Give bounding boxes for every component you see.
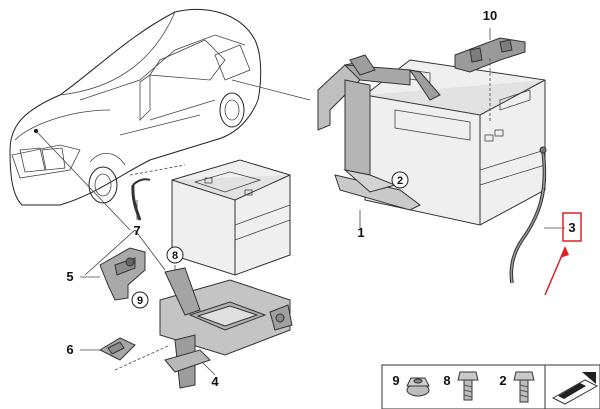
callout-10: 10 (483, 8, 497, 23)
cable-7 (131, 178, 151, 221)
legend-number-2: 2 (499, 373, 506, 388)
legend-item-nut: 9 (392, 373, 430, 397)
callout-2-group: 2 (391, 171, 409, 189)
callout-7: 7 (133, 223, 140, 238)
legend-item-bolt-2: 2 (499, 371, 535, 403)
callout-1: 1 (357, 225, 364, 240)
callout-8-group: 8 (166, 246, 184, 264)
fastener-legend: 9 8 2 (381, 364, 600, 409)
small-battery (171, 159, 291, 276)
direction-arrow-icon (551, 372, 599, 405)
callout-6: 6 (66, 342, 73, 357)
red-arrow-icon (560, 246, 569, 258)
bolt-icon (513, 371, 535, 403)
bracket-5 (99, 247, 146, 301)
callout-3-highlight: 3 (544, 212, 582, 296)
callout-9: 9 (137, 295, 143, 307)
large-battery (364, 59, 546, 226)
callout-2: 2 (397, 175, 403, 187)
vehicle-outline (9, 9, 262, 206)
battery-bracket-1 (317, 54, 441, 211)
legend-number-8: 8 (443, 373, 450, 388)
callout-9-group: 9 (131, 291, 149, 309)
clip-6 (98, 337, 136, 361)
callout-3: 3 (568, 220, 575, 235)
legend-item-bolt-8: 8 (443, 371, 479, 401)
callout-8: 8 (172, 250, 178, 262)
nut-icon (406, 377, 430, 397)
callout-4: 4 (211, 374, 219, 389)
battery-tray-4 (159, 267, 293, 389)
legend-number-9: 9 (392, 373, 399, 388)
battery-cable-3 (509, 146, 547, 284)
terminal-cover-10 (454, 37, 526, 122)
callout-5: 5 (66, 269, 73, 284)
bolt-icon (457, 371, 479, 401)
